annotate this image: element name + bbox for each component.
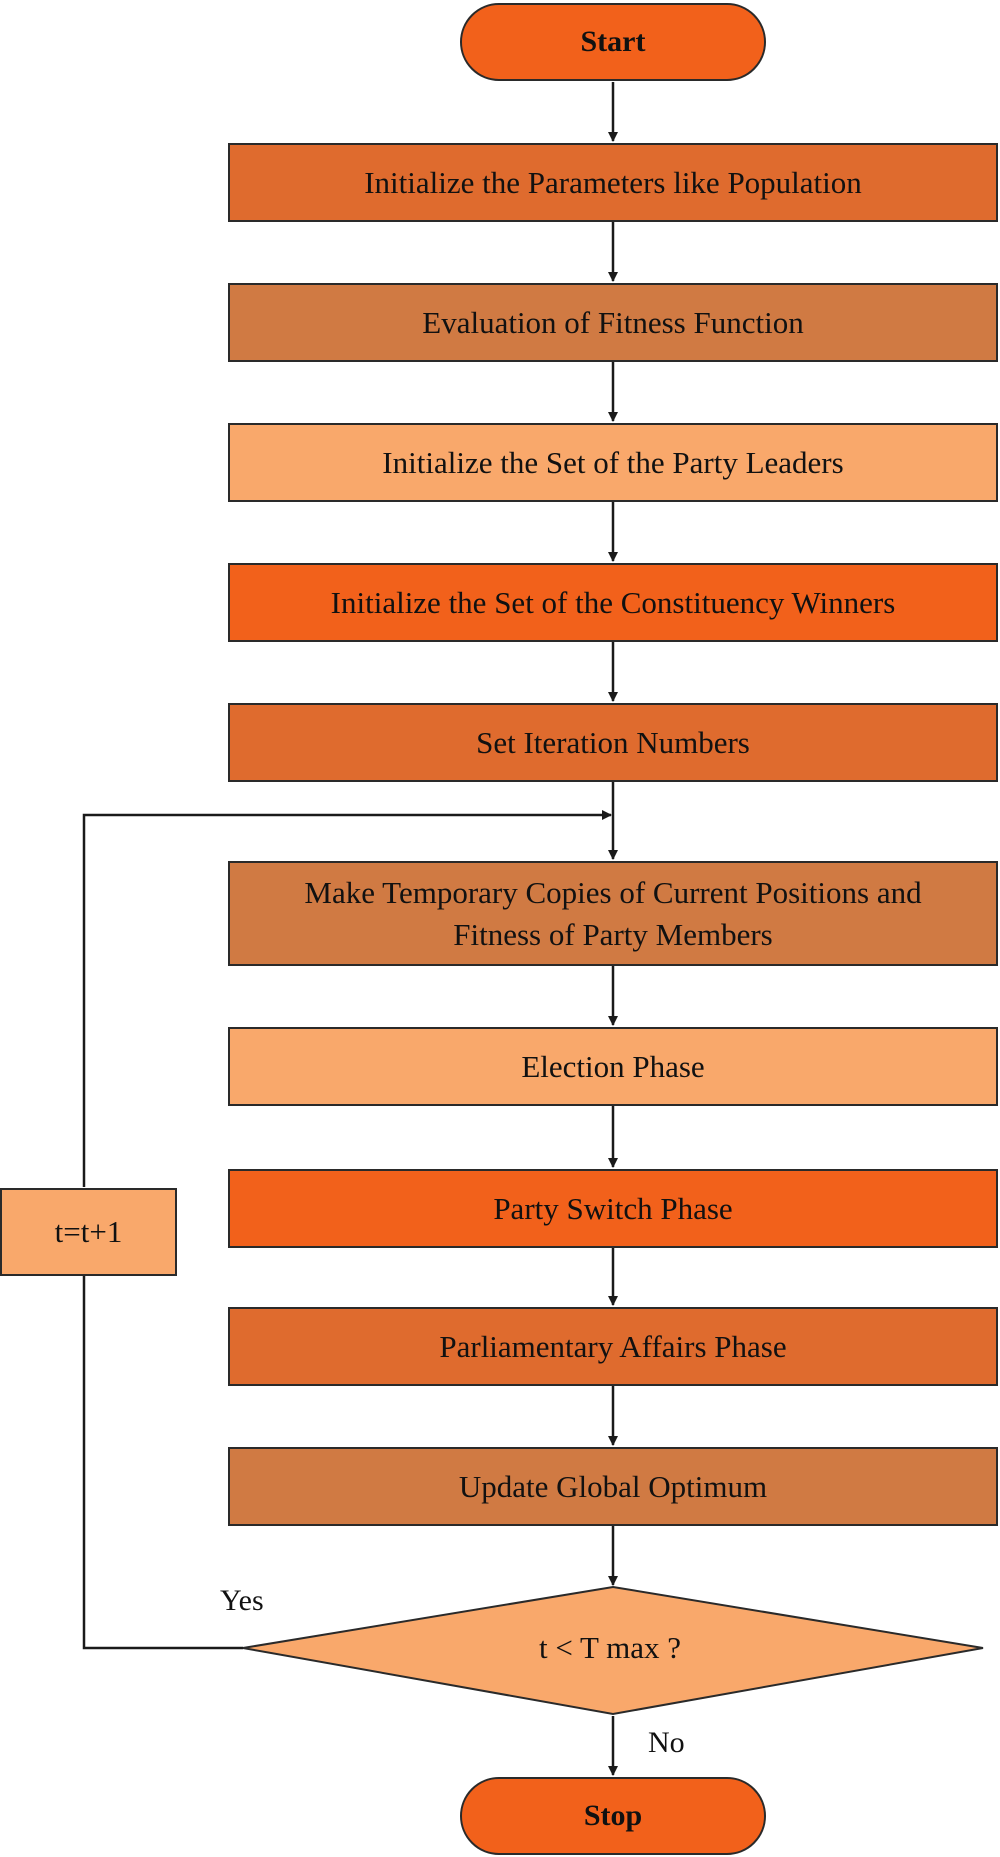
- step-constituency-winners-label: Initialize the Set of the Constituency W…: [330, 584, 896, 620]
- step-parliamentary-affairs-label: Parliamentary Affairs Phase: [439, 1328, 787, 1364]
- step-party-leaders-label: Initialize the Set of the Party Leaders: [382, 444, 844, 480]
- yes-label: Yes: [220, 1584, 264, 1617]
- step-party-switch: Party Switch Phase: [228, 1169, 998, 1248]
- step-election-phase: Election Phase: [228, 1027, 998, 1106]
- step-set-iteration-label: Set Iteration Numbers: [476, 724, 750, 760]
- step-initialize-parameters: Initialize the Parameters like Populatio…: [228, 143, 998, 222]
- step-election-phase-label: Election Phase: [521, 1048, 705, 1084]
- step-initialize-parameters-label: Initialize the Parameters like Populatio…: [364, 164, 862, 200]
- step-constituency-winners: Initialize the Set of the Constituency W…: [228, 563, 998, 642]
- step-evaluation-fitness-label: Evaluation of Fitness Function: [422, 304, 804, 340]
- step-update-global-optimum-label: Update Global Optimum: [458, 1468, 768, 1504]
- step-update-global-optimum: Update Global Optimum: [228, 1447, 998, 1526]
- step-parliamentary-affairs: Parliamentary Affairs Phase: [228, 1307, 998, 1386]
- loop-update-label: t=t+1: [54, 1214, 123, 1250]
- step-temporary-copies-label: Make Temporary Copies of Current Positio…: [304, 874, 922, 952]
- step-evaluation-fitness: Evaluation of Fitness Function: [228, 283, 998, 362]
- step-party-leaders: Initialize the Set of the Party Leaders: [228, 423, 998, 502]
- step-temporary-copies: Make Temporary Copies of Current Positio…: [228, 861, 998, 966]
- start-label: Start: [580, 24, 646, 58]
- loop-line-upper: [82, 810, 612, 1187]
- step-set-iteration: Set Iteration Numbers: [228, 703, 998, 782]
- stop-label: Stop: [583, 1798, 643, 1832]
- decision-label: t < T max ?: [538, 1630, 682, 1665]
- decision-diamond: [242, 1585, 984, 1716]
- loop-update-box: t=t+1: [0, 1188, 177, 1276]
- stop-terminal: Stop: [460, 1777, 766, 1855]
- loop-line-lower: [82, 1276, 243, 1650]
- start-terminal: Start: [460, 3, 766, 81]
- step-party-switch-label: Party Switch Phase: [493, 1190, 733, 1226]
- no-label: No: [648, 1726, 685, 1759]
